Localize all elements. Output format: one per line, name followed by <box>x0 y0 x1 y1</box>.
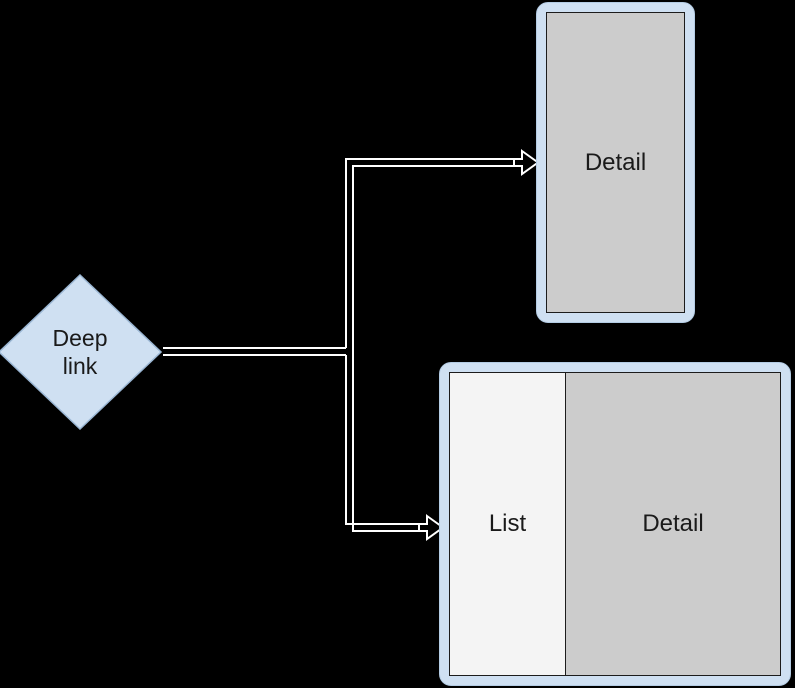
node-phone-frame[interactable]: Detail <box>536 2 695 323</box>
diamond-shape <box>0 274 162 430</box>
deep-link-label-line1: Deep <box>52 325 108 351</box>
phone-pane-detail[interactable]: Detail <box>547 13 684 312</box>
node-tablet-frame[interactable]: List Detail <box>439 362 791 686</box>
deep-link-label: Deep link <box>0 274 162 430</box>
arrowhead-phone <box>513 149 540 176</box>
phone-screen: Detail <box>546 12 685 313</box>
tablet-screen: List Detail <box>449 372 781 676</box>
tablet-pane-list[interactable]: List <box>450 373 566 675</box>
node-deep-link[interactable]: Deep link <box>0 274 162 430</box>
tablet-pane-detail[interactable]: Detail <box>566 373 780 675</box>
connector-trunk <box>163 347 346 356</box>
connector-deeplink-to-tablet <box>345 348 427 532</box>
connector-deeplink-to-phone <box>345 158 522 355</box>
deep-link-label-line2: link <box>62 353 98 379</box>
